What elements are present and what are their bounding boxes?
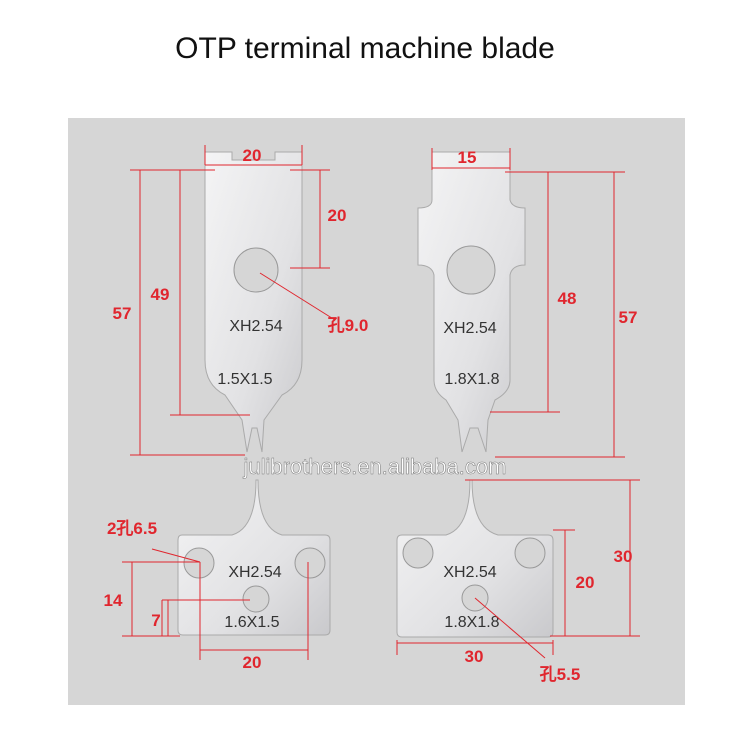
dim-label: 14 (104, 591, 123, 610)
dim-label: 2孔6.5 (107, 519, 157, 538)
watermark: julibrothers.en.alibaba.com (243, 454, 507, 479)
size-label: 1.6X1.5 (224, 614, 279, 631)
dim-label: 57 (619, 308, 638, 327)
dimension-lines (122, 145, 640, 660)
engraving: XH2.54 (228, 564, 281, 581)
dim-label: 20 (243, 653, 262, 672)
dim-label: 57 (113, 304, 132, 323)
engraving: XH2.54 (443, 320, 496, 337)
dim-label: 孔5.5 (540, 665, 581, 684)
dim-label: 20 (576, 573, 595, 592)
dim-label: 49 (151, 285, 170, 304)
engraving: XH2.54 (443, 564, 496, 581)
page-title: OTP terminal machine blade (175, 32, 555, 65)
dim-label: 30 (614, 547, 633, 566)
dim-label: 7 (151, 611, 160, 630)
dim-label: 20 (328, 206, 347, 225)
blade-4: XH2.54 1.8X1.8 (396, 479, 554, 638)
dim-label: 30 (465, 647, 484, 666)
dimension-labels: 20 20 57 49 孔9.0 15 48 57 2孔6.5 14 7 20 … (104, 146, 638, 684)
blade-3: XH2.54 1.6X1.5 (177, 479, 331, 636)
size-label: 1.8X1.8 (444, 614, 499, 631)
background-panel (68, 118, 685, 705)
size-label: 1.5X1.5 (217, 371, 272, 388)
dim-label: 48 (558, 289, 577, 308)
dim-label: 15 (458, 148, 477, 167)
dim-label: 20 (243, 146, 262, 165)
blade-1: XH2.54 1.5X1.5 (204, 151, 303, 453)
blade-2: XH2.54 1.8X1.8 (417, 151, 526, 453)
size-label: 1.8X1.8 (444, 371, 499, 388)
engraving: XH2.54 (229, 318, 282, 335)
dim-label: 孔9.0 (328, 316, 369, 335)
